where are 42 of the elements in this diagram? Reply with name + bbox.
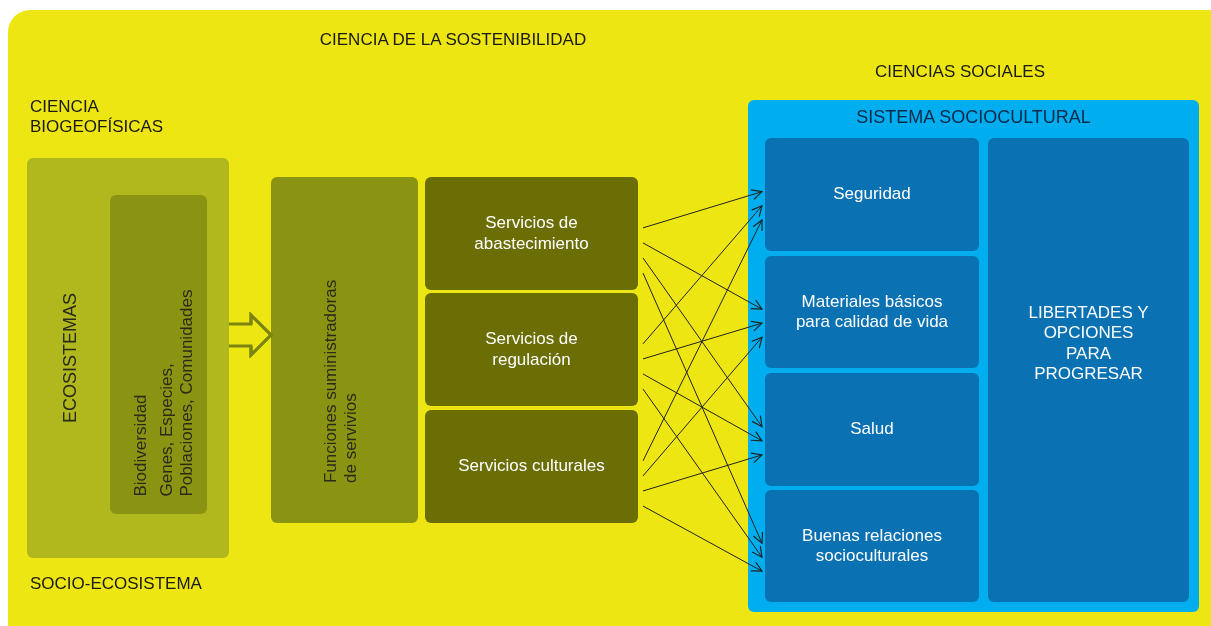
- service-box: [425, 410, 638, 523]
- box-label: Materiales básicos para calidad de vida: [795, 290, 949, 333]
- arrow: [642, 505, 763, 572]
- arrow: [642, 242, 763, 310]
- box-label: Buenas relaciones socioculturales: [801, 524, 943, 567]
- arrow: [642, 373, 763, 442]
- panel-background: [8, 10, 1211, 626]
- box-label: Biodiversidad: [128, 392, 150, 498]
- arrow: [642, 257, 763, 428]
- service-box: [425, 293, 638, 406]
- biodiversity-box: [110, 195, 207, 514]
- freedoms-box: [988, 138, 1189, 602]
- service-box: [425, 177, 638, 290]
- functions-box: [271, 177, 418, 523]
- box-label: Salud: [849, 418, 895, 441]
- wellbeing-box: [765, 373, 979, 486]
- arrow: [642, 388, 763, 558]
- arrow: [642, 452, 763, 492]
- arrow: [642, 336, 763, 477]
- wellbeing-box: [765, 138, 979, 251]
- box-label: Genes, Especies, Poblaciones, Comunidades: [154, 288, 196, 498]
- box-label: LIBERTADES Y OPCIONES PARA PROGRESAR: [1027, 303, 1150, 386]
- section-label: CIENCIAS SOCIALES: [875, 62, 1046, 83]
- box-label: ECOSISTEMAS: [59, 292, 82, 425]
- box-heading: SISTEMA SOCIOCULTURAL: [855, 106, 1092, 130]
- arrow: [642, 219, 763, 462]
- box-label: Funciones suministradoras de servivios: [319, 278, 361, 485]
- arrow: [642, 205, 763, 345]
- section-label: SOCIO-ECOSISTEMA: [30, 574, 202, 595]
- box-label: Seguridad: [832, 183, 912, 206]
- box-label: Servicios de regulación: [484, 328, 579, 371]
- box-label: Servicios culturales: [457, 455, 606, 478]
- wellbeing-box: [765, 256, 979, 368]
- arrow: [642, 272, 764, 544]
- sociocultural-system-box: [748, 100, 1199, 612]
- diagram-heading: CIENCIA DE LA SOSTENIBILIDAD: [318, 28, 588, 51]
- ecosystem-box: [27, 158, 229, 558]
- arrow: [642, 189, 763, 229]
- box-label: Servicios de abastecimiento: [473, 212, 590, 255]
- wellbeing-box: [765, 490, 979, 602]
- section-label: CIENCIA BIOGEOFÍSICAS: [30, 97, 165, 138]
- arrow: [642, 320, 763, 360]
